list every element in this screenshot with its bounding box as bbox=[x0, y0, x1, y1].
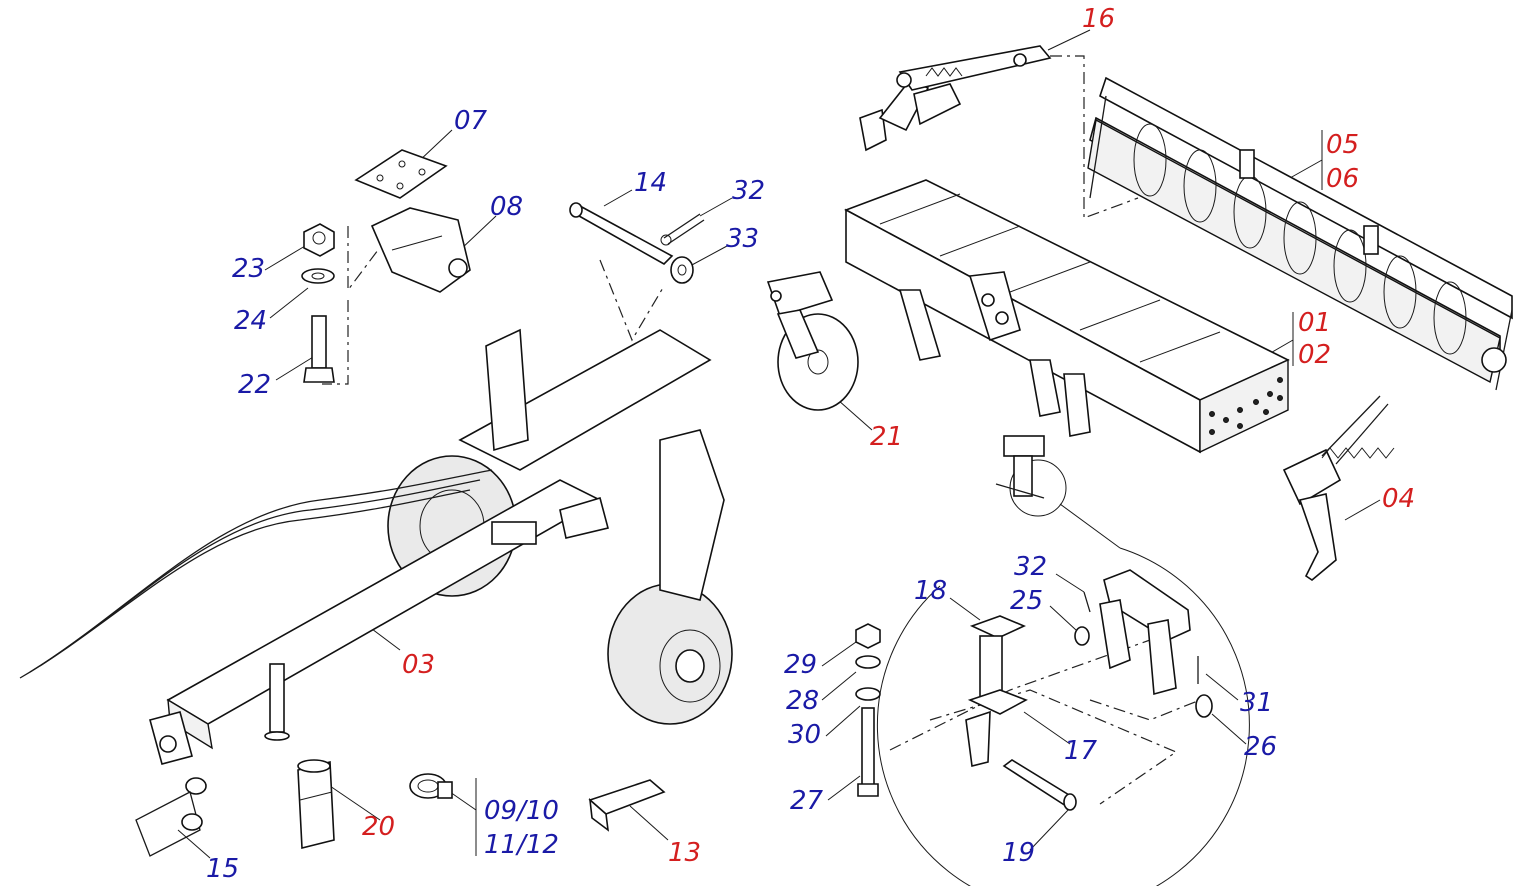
label-08: 08 bbox=[490, 192, 524, 222]
part-15-chain bbox=[135, 777, 207, 857]
label-17: 17 bbox=[1064, 736, 1098, 766]
parts-14-32-33-pin bbox=[569, 202, 705, 284]
part-07-plate bbox=[354, 149, 448, 199]
label-29: 29 bbox=[784, 650, 818, 680]
label-02: 02 bbox=[1298, 340, 1332, 370]
part-08-bracket bbox=[370, 207, 471, 293]
label-15: 15 bbox=[206, 854, 240, 884]
label-30: 30 bbox=[788, 720, 822, 750]
label-04: 04 bbox=[1382, 484, 1416, 514]
leader-lines bbox=[177, 29, 1381, 859]
part-03-chassis bbox=[19, 328, 733, 765]
label-27: 27 bbox=[790, 786, 824, 816]
label-13: 13 bbox=[668, 838, 702, 868]
label-25: 25 bbox=[1010, 586, 1044, 616]
label-20: 20 bbox=[362, 812, 396, 842]
part-01-02-main-frame bbox=[844, 179, 1290, 454]
part-05-06-roller bbox=[1087, 76, 1513, 391]
label-09-10: 09/10 bbox=[484, 796, 559, 826]
detail-parts bbox=[855, 569, 1213, 811]
part-20-tube bbox=[297, 759, 335, 850]
label-16: 16 bbox=[1082, 4, 1116, 34]
label-24: 24 bbox=[234, 306, 268, 336]
label-19: 19 bbox=[1002, 838, 1036, 868]
label-32-top: 32 bbox=[732, 176, 766, 206]
parts-09-12-clamp bbox=[409, 773, 453, 799]
label-33: 33 bbox=[726, 224, 760, 254]
label-31: 31 bbox=[1240, 688, 1274, 718]
label-18: 18 bbox=[914, 576, 948, 606]
label-21: 21 bbox=[870, 422, 904, 452]
label-28: 28 bbox=[786, 686, 820, 716]
label-14: 14 bbox=[634, 168, 668, 198]
label-05: 05 bbox=[1326, 130, 1360, 160]
label-22: 22 bbox=[238, 370, 272, 400]
label-07: 07 bbox=[454, 106, 488, 136]
label-06: 06 bbox=[1326, 164, 1360, 194]
label-23: 23 bbox=[232, 254, 266, 284]
detail-zoom-circle bbox=[876, 435, 1250, 886]
label-11-12: 11/12 bbox=[484, 830, 559, 860]
label-01: 01 bbox=[1298, 308, 1332, 338]
part-04-spring-tine bbox=[1282, 395, 1395, 581]
assembly-lines bbox=[322, 55, 1201, 805]
label-26: 26 bbox=[1244, 732, 1278, 762]
label-32-detail: 32 bbox=[1014, 552, 1048, 582]
part-16-link-arm bbox=[859, 45, 1052, 152]
parts-22-24-fasteners bbox=[301, 223, 335, 383]
label-03: 03 bbox=[402, 650, 436, 680]
part-13-channel bbox=[588, 779, 666, 832]
part-21-disc bbox=[766, 271, 859, 411]
